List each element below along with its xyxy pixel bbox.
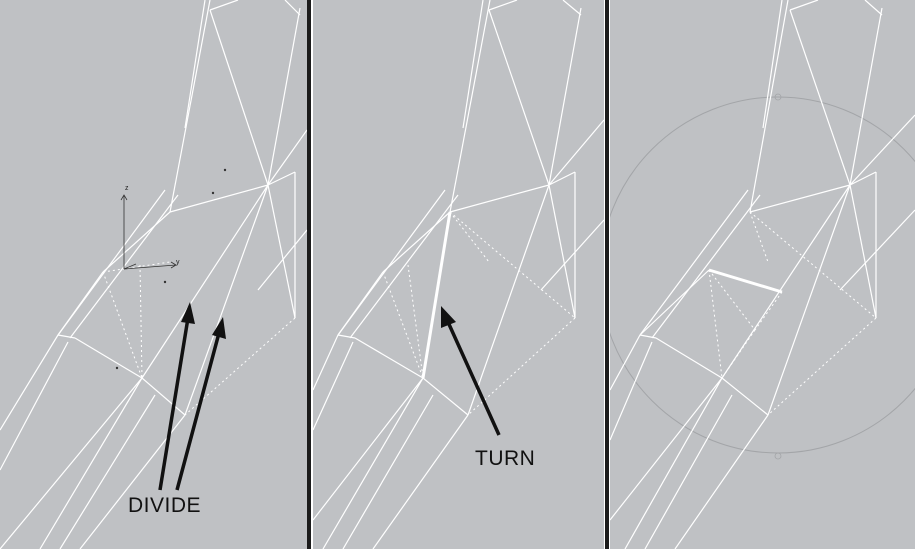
annotation-divide: DIVIDE: [128, 494, 202, 517]
viewport-1[interactable]: z y DIVIDE: [0, 0, 307, 549]
wireframe-mesh-2: [313, 0, 604, 549]
turn-arrow: [441, 306, 501, 436]
divide-arrows: [158, 302, 226, 491]
viewport-2[interactable]: TURN: [313, 0, 604, 549]
selected-edge: [708, 268, 783, 294]
arrow-head-3: [441, 306, 456, 328]
turned-edge: [421, 211, 452, 379]
wireframe-mesh-3: [610, 0, 915, 549]
wireframe-mesh-1: [0, 0, 307, 549]
panel-divider: [605, 0, 609, 549]
annotation-turn: TURN: [475, 447, 536, 470]
panel-divider: [307, 0, 311, 549]
axis-gizmo: [120, 194, 177, 270]
axis-y-label: y: [176, 259, 180, 266]
arrow-head-1: [181, 302, 195, 324]
arrow-head-2: [212, 317, 226, 339]
axis-z-label: z: [125, 185, 129, 192]
viewport-3[interactable]: [610, 0, 915, 549]
falloff-circle: [610, 96, 915, 454]
